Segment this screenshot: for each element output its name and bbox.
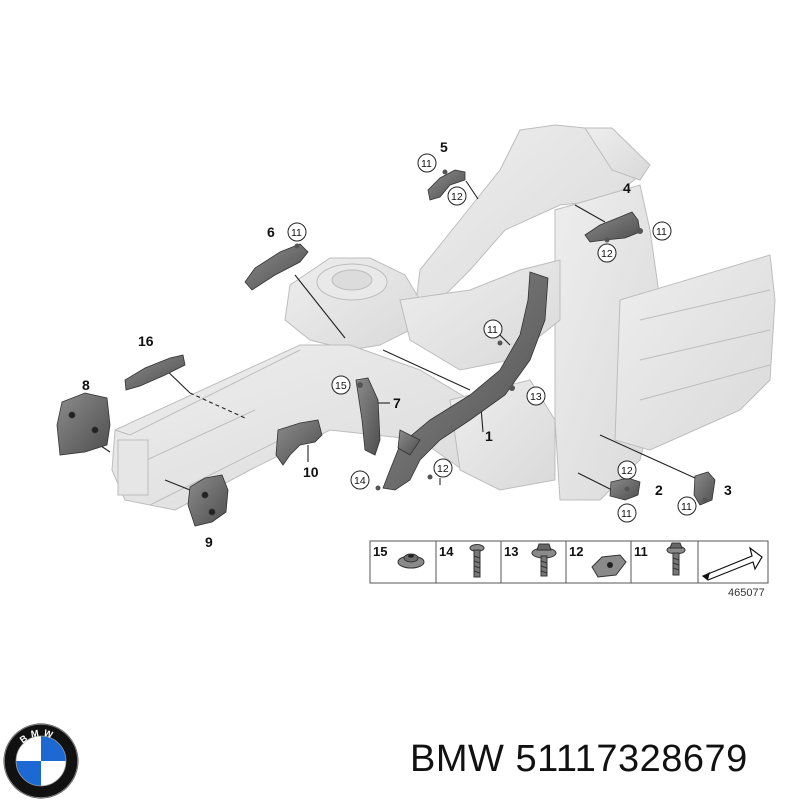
fastener-legend: 15 14 13 12 11 xyxy=(369,540,769,599)
part-1-reinforcement xyxy=(382,271,549,491)
washer-nut-icon xyxy=(397,553,425,569)
circled-12-b: 12 xyxy=(601,248,613,260)
part-10-bracket xyxy=(275,419,323,466)
part-3-bracket xyxy=(693,471,716,506)
part-8-plate xyxy=(56,392,111,456)
part-16-bracket xyxy=(124,354,186,391)
legend-item-12: 12 xyxy=(569,544,583,559)
part-6-bracket xyxy=(244,243,309,291)
circled-14: 14 xyxy=(354,475,366,487)
legend-item-14: 14 xyxy=(439,544,454,559)
part-5-bracket xyxy=(427,169,466,201)
part-number: 51117328679 xyxy=(515,738,748,780)
direction-arrow-icon xyxy=(701,546,763,581)
circled-11-b: 11 xyxy=(291,227,302,239)
part-title: BMW 51117328679 xyxy=(410,738,748,781)
screw-icon xyxy=(666,542,686,576)
fastener-marks xyxy=(294,169,708,503)
callout-numbers: 1 2 3 4 5 6 7 8 9 10 16 xyxy=(82,139,732,550)
legend-item-13: 13 xyxy=(504,544,518,559)
circled-11-c: 11 xyxy=(656,226,667,238)
circled-11-f: 11 xyxy=(681,501,692,513)
callout-5: 5 xyxy=(440,139,448,155)
part-9-plate xyxy=(187,474,229,527)
circled-12-c: 12 xyxy=(437,463,449,475)
callout-1: 1 xyxy=(485,428,493,444)
clip-nut-icon xyxy=(591,554,627,578)
callout-8: 8 xyxy=(82,377,90,393)
dark-parts xyxy=(56,169,716,527)
circled-13: 13 xyxy=(530,391,542,403)
bmw-logo: BMW xyxy=(3,723,79,799)
callout-2: 2 xyxy=(655,482,663,498)
circled-12-a: 12 xyxy=(451,191,463,203)
callout-4: 4 xyxy=(623,180,631,196)
part-7-bracket xyxy=(355,377,381,456)
legend-item-11: 11 xyxy=(634,544,648,559)
flange-bolt-icon xyxy=(531,543,557,577)
part-4-bracket xyxy=(584,211,641,243)
diagram-id: 465077 xyxy=(728,587,765,599)
callout-16: 16 xyxy=(138,333,154,349)
circled-11-d: 11 xyxy=(487,324,498,336)
callout-10: 10 xyxy=(303,464,319,480)
callout-3: 3 xyxy=(724,482,732,498)
callout-9: 9 xyxy=(205,534,213,550)
callout-6: 6 xyxy=(267,224,275,240)
body-structure xyxy=(111,124,776,511)
circled-15: 15 xyxy=(335,380,347,392)
circled-callouts: 11 12 11 11 12 11 15 13 12 14 12 11 11 xyxy=(287,153,697,523)
circled-12-d: 12 xyxy=(621,465,633,477)
brand-name: BMW xyxy=(410,738,505,780)
circled-11-e: 11 xyxy=(621,508,632,520)
circled-11-a: 11 xyxy=(421,158,432,170)
legend-item-15: 15 xyxy=(373,544,387,559)
callout-7: 7 xyxy=(393,395,401,411)
bolt-icon xyxy=(469,544,485,578)
